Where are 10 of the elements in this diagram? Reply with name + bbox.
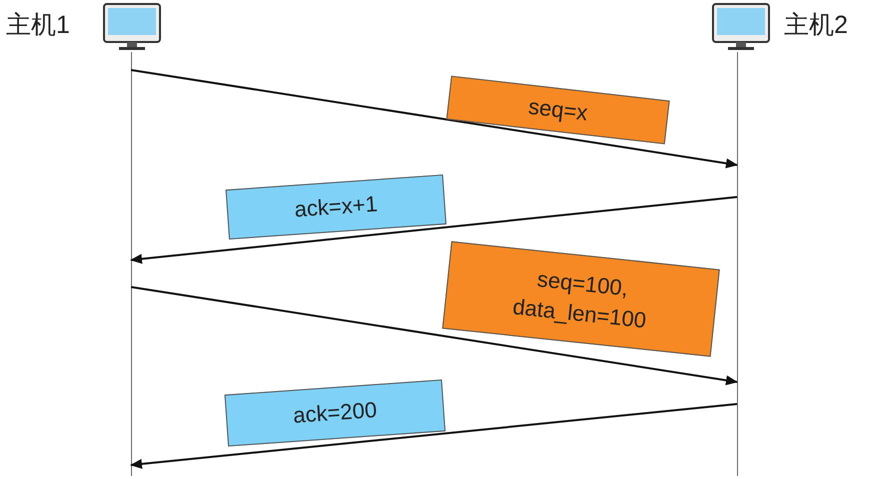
arrow: [130, 69, 738, 168]
edge-label: seq=100, data_len=100: [442, 241, 720, 357]
edge-label: ack=x+1: [226, 174, 446, 240]
edge-label: ack=200: [224, 379, 446, 447]
host-label: 主机1: [6, 10, 70, 41]
arrow: [130, 403, 738, 469]
host-label: 主机2: [784, 10, 848, 41]
arrow: [130, 196, 738, 264]
edge-label: seq=x: [446, 76, 670, 144]
arrow: [130, 286, 738, 386]
